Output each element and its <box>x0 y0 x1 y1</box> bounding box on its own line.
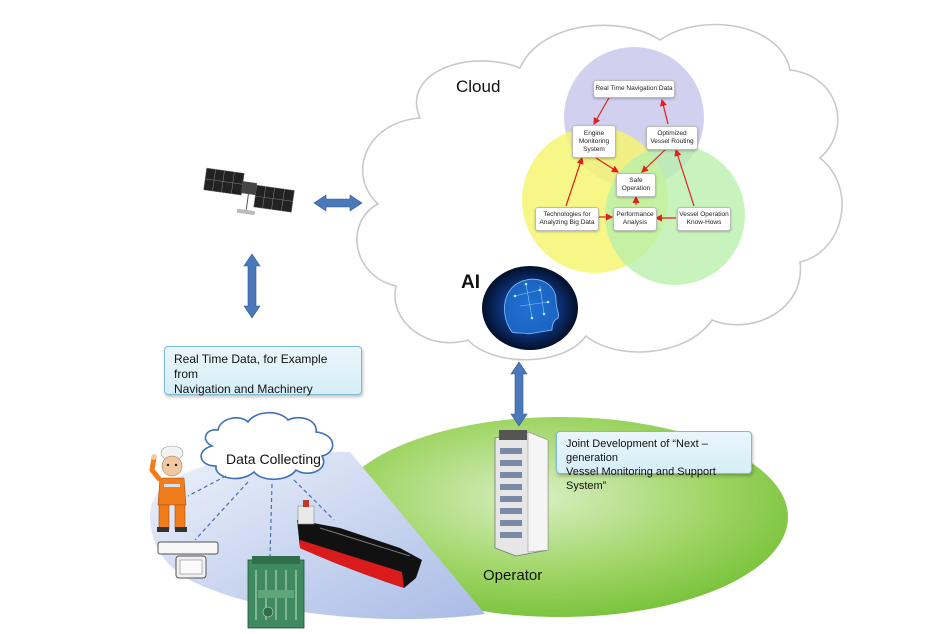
navigation-device-icon <box>157 541 219 579</box>
ship-icon <box>297 500 422 588</box>
node-optimized-vessel-routing: Optimized Vessel Routing <box>646 126 698 150</box>
ai-label: AI <box>461 272 480 293</box>
double-arrow-satellite-data <box>243 253 261 319</box>
venn-flow-arrows <box>565 95 695 222</box>
cloud-label: Cloud <box>456 77 501 96</box>
double-arrow-satellite-cloud <box>313 194 363 212</box>
worker-icon <box>149 445 187 532</box>
data-connection-lines <box>187 475 335 557</box>
node-engine-monitoring-system: Engine Monitoring System <box>572 125 616 158</box>
node-safe-operation: Safe Operation <box>616 173 656 197</box>
operator-label: Operator <box>483 567 543 584</box>
node-vessel-operation-knowhows: Vessel Operation Know-Hows <box>677 207 731 231</box>
data-collecting-label: Data Collecting <box>226 451 321 467</box>
double-arrow-ai-operator <box>510 361 528 427</box>
node-realtime-navigation-data: Real Time Navigation Data <box>593 80 675 98</box>
data-collecting-cloud <box>200 411 334 481</box>
callout-realtime-data: Real Time Data, for Example from Navigat… <box>164 346 362 396</box>
callout-joint-development: Joint Development of “Next – generation … <box>556 431 752 492</box>
satellite-icon <box>203 167 295 216</box>
node-technologies-big-data: Technologies for Analyzing Big Data <box>535 207 599 231</box>
ai-head-icon <box>482 266 578 350</box>
node-performance-analysis: Performance Analysis <box>613 207 657 231</box>
engine-icon <box>247 556 305 629</box>
operator-building-icon <box>494 430 549 557</box>
